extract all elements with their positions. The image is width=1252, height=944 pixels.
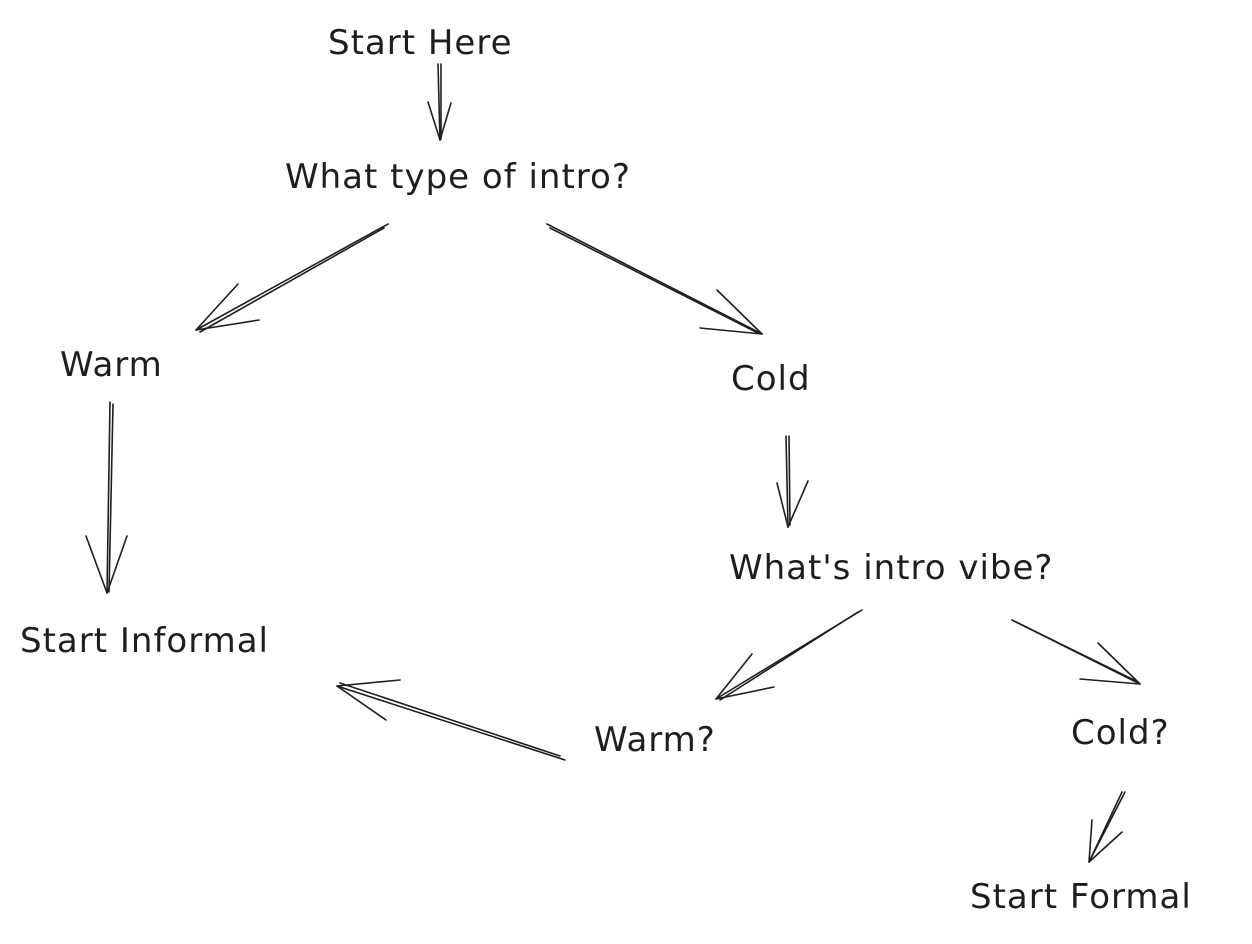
arrow-warmq-to-informal: [336, 679, 566, 761]
node-cold: Cold: [731, 359, 811, 399]
node-start-here: Start Here: [328, 23, 513, 63]
node-start-formal: Start Formal: [970, 877, 1192, 917]
arrow-type-to-cold: [546, 223, 763, 335]
arrow-vibe-to-coldq: [1011, 619, 1141, 685]
arrow-warm-to-informal: [85, 401, 128, 594]
arrow-type-to-warm: [195, 223, 389, 333]
node-cold-question: Cold?: [1071, 713, 1170, 753]
node-warm-question: Warm?: [594, 720, 716, 760]
node-what-type-of-intro: What type of intro?: [285, 157, 631, 197]
node-warm: Warm: [60, 345, 163, 385]
arrow-start-to-type: [427, 63, 452, 141]
arrow-vibe-to-warmq: [715, 609, 863, 701]
arrow-coldq-to-formal: [1088, 791, 1126, 863]
node-whats-intro-vibe: What's intro vibe?: [729, 548, 1054, 588]
arrow-cold-to-vibe: [776, 435, 809, 528]
node-start-informal: Start Informal: [20, 621, 269, 661]
